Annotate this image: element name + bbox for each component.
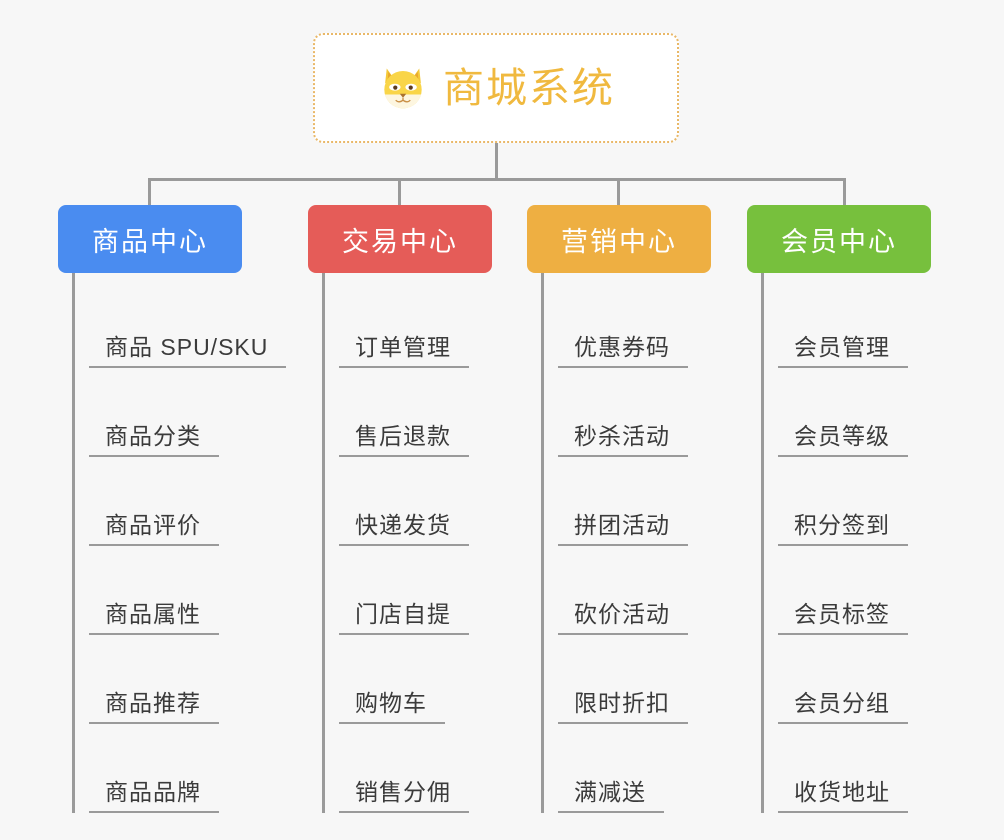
leaf-item[interactable]: 砍价活动 — [544, 546, 711, 635]
leaf-label: 商品评价 — [89, 512, 219, 546]
leaf-label: 购物车 — [339, 690, 445, 724]
leaf-label: 门店自提 — [339, 601, 469, 635]
leaf-list-1: 订单管理 售后退款 快递发货 门店自提 购物车 销售分佣 — [322, 273, 492, 813]
leaf-item[interactable]: 秒杀活动 — [544, 368, 711, 457]
leaf-item[interactable]: 销售分佣 — [325, 724, 492, 813]
leaf-label: 砍价活动 — [558, 601, 688, 635]
leaf-item[interactable]: 快递发货 — [325, 457, 492, 546]
leaf-item[interactable]: 商品品牌 — [75, 724, 242, 813]
branch-column-2: 营销中心 优惠券码 秒杀活动 拼团活动 砍价活动 限时折扣 满减送 — [527, 205, 711, 813]
leaf-label: 会员标签 — [778, 601, 908, 635]
category-box-3[interactable]: 会员中心 — [747, 205, 931, 273]
category-box-0[interactable]: 商品中心 — [58, 205, 242, 273]
leaf-item[interactable]: 限时折扣 — [544, 635, 711, 724]
leaf-item[interactable]: 积分签到 — [764, 457, 931, 546]
root-node[interactable]: 商城系统 — [313, 33, 679, 143]
leaf-label: 秒杀活动 — [558, 423, 688, 457]
leaf-list-2: 优惠券码 秒杀活动 拼团活动 砍价活动 限时折扣 满减送 — [541, 273, 711, 813]
category-box-1[interactable]: 交易中心 — [308, 205, 492, 273]
category-title-2: 营销中心 — [561, 226, 677, 257]
connector-drop-1 — [398, 178, 401, 206]
leaf-item[interactable]: 商品属性 — [75, 546, 242, 635]
leaf-item[interactable]: 满减送 — [544, 724, 711, 813]
leaf-label: 会员等级 — [778, 423, 908, 457]
leaf-label: 拼团活动 — [558, 512, 688, 546]
leaf-item[interactable]: 售后退款 — [325, 368, 492, 457]
leaf-label: 积分签到 — [778, 512, 908, 546]
leaf-list-0: 商品 SPU/SKU 商品分类 商品评价 商品属性 商品推荐 商品品牌 — [72, 273, 287, 813]
branch-column-1: 交易中心 订单管理 售后退款 快递发货 门店自提 购物车 销售分佣 — [308, 205, 492, 813]
category-box-2[interactable]: 营销中心 — [527, 205, 711, 273]
leaf-label: 商品 SPU/SKU — [89, 334, 287, 368]
connector-root-stem — [495, 143, 498, 181]
leaf-label: 销售分佣 — [339, 779, 469, 813]
leaf-label: 快递发货 — [339, 512, 469, 546]
leaf-label: 限时折扣 — [558, 690, 688, 724]
leaf-item[interactable]: 门店自提 — [325, 546, 492, 635]
category-title-3: 会员中心 — [781, 226, 897, 257]
shiba-dog-icon — [384, 68, 422, 110]
leaf-item[interactable]: 会员标签 — [764, 546, 931, 635]
leaf-label: 会员分组 — [778, 690, 908, 724]
connector-bus — [148, 178, 846, 181]
leaf-label: 满减送 — [558, 779, 664, 813]
leaf-list-3: 会员管理 会员等级 积分签到 会员标签 会员分组 收货地址 — [761, 273, 931, 813]
leaf-item[interactable]: 商品分类 — [75, 368, 242, 457]
leaf-item[interactable]: 订单管理 — [325, 279, 492, 368]
leaf-item[interactable]: 拼团活动 — [544, 457, 711, 546]
leaf-item[interactable]: 购物车 — [325, 635, 492, 724]
leaf-label: 优惠券码 — [558, 334, 688, 368]
leaf-item[interactable]: 会员管理 — [764, 279, 931, 368]
leaf-label: 商品分类 — [89, 423, 219, 457]
leaf-label: 商品属性 — [89, 601, 219, 635]
leaf-item[interactable]: 优惠券码 — [544, 279, 711, 368]
leaf-label: 售后退款 — [339, 423, 469, 457]
leaf-item[interactable]: 商品推荐 — [75, 635, 242, 724]
category-title-0: 商品中心 — [92, 226, 208, 257]
branch-column-0: 商品中心 商品 SPU/SKU 商品分类 商品评价 商品属性 商品推荐 商品品牌 — [58, 205, 287, 813]
branch-column-3: 会员中心 会员管理 会员等级 积分签到 会员标签 会员分组 收货地址 — [747, 205, 931, 813]
connector-drop-0 — [148, 178, 151, 206]
leaf-item[interactable]: 会员等级 — [764, 368, 931, 457]
leaf-label: 订单管理 — [339, 334, 469, 368]
leaf-item[interactable]: 收货地址 — [764, 724, 931, 813]
category-title-1: 交易中心 — [342, 226, 458, 257]
leaf-item[interactable]: 商品评价 — [75, 457, 242, 546]
leaf-label: 收货地址 — [778, 779, 908, 813]
connector-drop-3 — [843, 178, 846, 206]
leaf-label: 商品品牌 — [89, 779, 219, 813]
leaf-item[interactable]: 会员分组 — [764, 635, 931, 724]
root-title: 商城系统 — [443, 64, 615, 111]
connector-drop-2 — [617, 178, 620, 206]
leaf-item[interactable]: 商品 SPU/SKU — [75, 279, 287, 368]
leaf-label: 商品推荐 — [89, 690, 219, 724]
leaf-label: 会员管理 — [778, 334, 908, 368]
